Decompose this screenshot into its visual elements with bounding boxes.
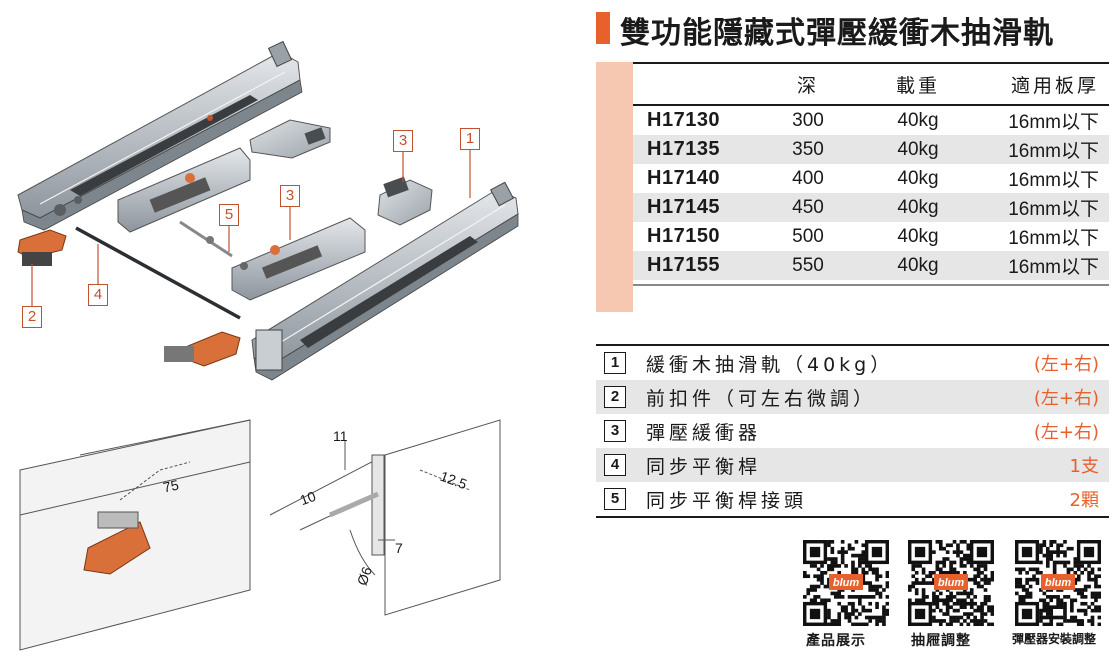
model-cell: H17150 <box>647 225 721 247</box>
part-quantity: (左+右) <box>1033 354 1099 375</box>
callout-1: 1 <box>460 128 480 150</box>
qr-code-product-demo[interactable]: blum <box>803 540 889 626</box>
callout-2: 2 <box>22 306 42 328</box>
list-item: 5 同步平衡桿接頭 2顆 <box>596 482 1109 516</box>
page-title: 雙功能隱藏式彈壓緩衝木抽滑軌 <box>620 16 1054 51</box>
spec-table: 深 載重 適用板厚 H17130 300 40kg 16mm以下 H17135 … <box>633 62 1109 286</box>
depth-cell: 400 <box>792 167 824 189</box>
header-thickness: 適用板厚 <box>1010 74 1099 97</box>
part-quantity: (左+右) <box>1033 388 1099 409</box>
mounting-bracket <box>249 119 331 159</box>
header-load: 載重 <box>895 74 940 97</box>
qr-label-drawer-adjust: 抽屜調整 <box>911 633 971 649</box>
callout-4: 4 <box>88 284 108 306</box>
blum-logo-text: blum <box>1045 577 1071 589</box>
load-cell: 40kg <box>897 138 939 160</box>
dim-75: 75 <box>161 476 181 496</box>
part-name: 緩衝木抽滑軌（40kg） <box>646 353 894 376</box>
title-accent-bar <box>596 12 610 44</box>
thickness-cell: 16mm以下 <box>1008 228 1099 249</box>
load-cell: 40kg <box>897 196 939 218</box>
slide-rail-right <box>251 181 519 381</box>
list-item: 1 緩衝木抽滑軌（40kg） (左+右) <box>596 346 1109 380</box>
thickness-cell: 16mm以下 <box>1008 170 1099 191</box>
part-name: 彈壓緩衝器 <box>646 421 762 444</box>
install-drawing-left <box>19 419 251 651</box>
push-latch-unit-left <box>117 147 251 233</box>
model-cell: H17130 <box>647 109 721 131</box>
depth-cell: 500 <box>792 225 824 247</box>
parts-list: 1 緩衝木抽滑軌（40kg） (左+右) 2 前扣件（可左右微調） (左+右) … <box>596 344 1109 518</box>
front-clip-right <box>164 331 241 367</box>
sync-rod-connector <box>179 220 233 258</box>
qr-label-latch-install: 彈壓器安裝調整 <box>1012 632 1097 646</box>
table-row: H17150 500 40kg 16mm以下 <box>633 222 1109 251</box>
table-row: H17135 350 40kg 16mm以下 <box>633 135 1109 164</box>
part-quantity: 1支 <box>1069 456 1099 477</box>
part-name: 前扣件（可左右微調） <box>646 387 877 410</box>
part-number-box: 4 <box>604 454 626 476</box>
table-row: H17145 450 40kg 16mm以下 <box>633 193 1109 222</box>
sync-rod <box>75 226 241 320</box>
list-item: 3 彈壓緩衝器 (左+右) <box>596 414 1109 448</box>
load-cell: 40kg <box>897 167 939 189</box>
spec-table-bottom-rule <box>633 280 1109 286</box>
blum-logo-text: blum <box>833 577 859 589</box>
dim-11: 11 <box>333 428 348 444</box>
thickness-cell: 16mm以下 <box>1008 199 1099 220</box>
list-item: 4 同步平衡桿 1支 <box>596 448 1109 482</box>
model-cell: H17135 <box>647 138 721 160</box>
latch-bracket-right <box>377 176 433 226</box>
table-row: H17130 300 40kg 16mm以下 <box>633 106 1109 135</box>
model-cell: H17140 <box>647 167 721 189</box>
list-item: 2 前扣件（可左右微調） (左+右) <box>596 380 1109 414</box>
part-name: 同步平衡桿接頭 <box>646 489 808 512</box>
part-quantity: (左+右) <box>1033 422 1099 443</box>
table-row: H17140 400 40kg 16mm以下 <box>633 164 1109 193</box>
part-number-box: 1 <box>604 352 626 374</box>
part-quantity: 2顆 <box>1069 490 1099 511</box>
spec-table-header: 深 載重 適用板厚 <box>633 62 1109 106</box>
spec-table-accent <box>596 62 633 312</box>
drawer-slide-illustration <box>17 40 519 651</box>
depth-cell: 300 <box>792 109 824 131</box>
model-cell: H17145 <box>647 196 721 218</box>
exploded-diagram: 1 2 3 3 4 5 75 11 10 12.5 7 Ø6 <box>17 40 519 651</box>
part-number-box: 3 <box>604 420 626 442</box>
model-cell: H17155 <box>647 254 721 276</box>
part-number-box: 5 <box>604 488 626 510</box>
blum-logo-text: blum <box>938 577 964 589</box>
thickness-cell: 16mm以下 <box>1008 257 1099 278</box>
thickness-cell: 16mm以下 <box>1008 112 1099 133</box>
part-name: 同步平衡桿 <box>646 455 762 478</box>
front-clip-left <box>17 229 67 266</box>
callout-3a: 3 <box>393 130 413 152</box>
table-row: H17155 550 40kg 16mm以下 <box>633 251 1109 280</box>
part-number-box: 2 <box>604 386 626 408</box>
thickness-cell: 16mm以下 <box>1008 141 1099 162</box>
load-cell: 40kg <box>897 225 939 247</box>
qr-label-product-demo: 產品展示 <box>806 633 866 649</box>
depth-cell: 350 <box>792 138 824 160</box>
qr-code-latch-install[interactable]: blum <box>1015 540 1101 626</box>
callout-3b: 3 <box>280 185 300 207</box>
header-depth: 深 <box>796 74 819 97</box>
depth-cell: 450 <box>792 196 824 218</box>
callout-5: 5 <box>219 204 239 226</box>
depth-cell: 550 <box>792 254 824 276</box>
callout-leaders <box>31 150 471 306</box>
install-drawing-right <box>269 419 501 616</box>
load-cell: 40kg <box>897 109 939 131</box>
qr-code-drawer-adjust[interactable]: blum <box>908 540 994 626</box>
push-latch-unit-center <box>231 217 366 301</box>
load-cell: 40kg <box>897 254 939 276</box>
dim-7: 7 <box>395 540 403 556</box>
slide-rail-left <box>17 40 303 231</box>
